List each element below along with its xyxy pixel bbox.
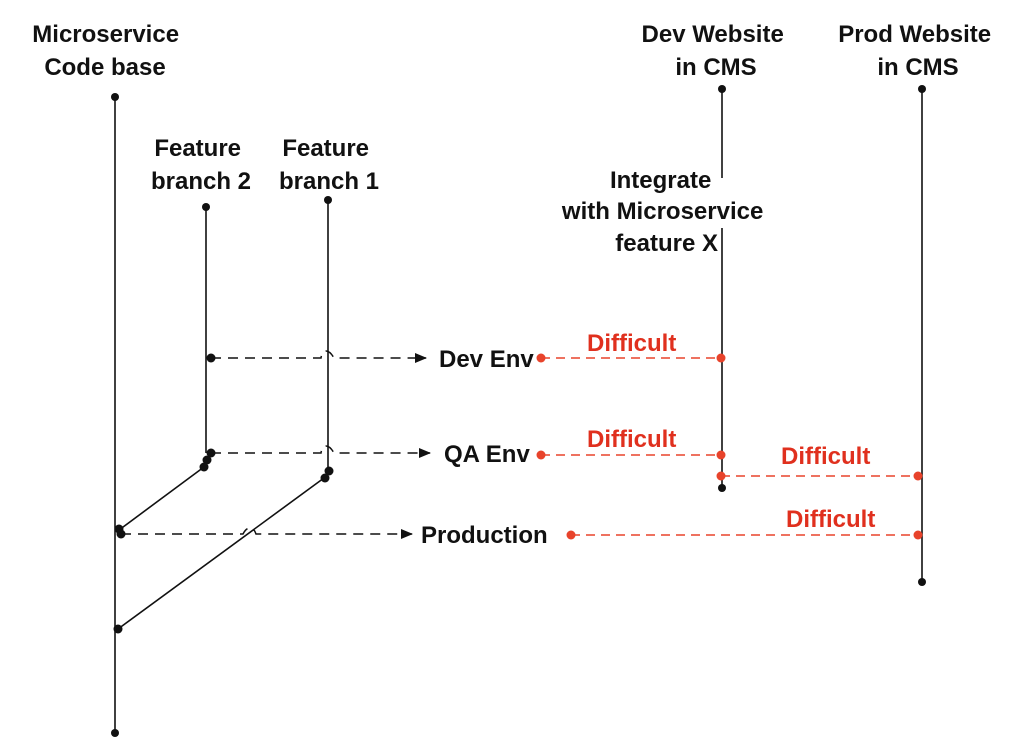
- feature-branch-1-label: Feature branch 1: [279, 135, 379, 195]
- dev-cms-qa-red-dot: [716, 450, 726, 460]
- branch1-merge-line: [117, 477, 325, 630]
- dev-website-cms-label: Dev Website in CMS: [642, 21, 791, 81]
- branch2-merge-dot: [199, 462, 209, 472]
- prod-cms-prod-red-dot: [913, 530, 923, 540]
- branch1-merge-dot: [320, 473, 330, 483]
- dev-cms-dev-red-dot: [716, 353, 726, 363]
- dev-env-label: Dev Env: [439, 346, 534, 373]
- difficult-connectors: [541, 357, 918, 536]
- branch1-qa-dot: [324, 466, 334, 476]
- codebase-start-dot: [111, 93, 119, 101]
- integrate-note: Integrate with Microservice feature X: [561, 167, 770, 257]
- codebase-branch1-merge-dot: [113, 624, 123, 634]
- feature-branch-2-label: Feature branch 2: [151, 135, 251, 195]
- branch2-dev-deploy-dot: [206, 353, 216, 363]
- dev-cms-end-dot: [718, 484, 726, 492]
- codebase-end-dot: [111, 729, 119, 737]
- branch2-start-dot: [202, 203, 210, 211]
- prod-website-cms-label: Prod Website in CMS: [838, 21, 998, 81]
- dev-cms-promote-red-dot: [716, 471, 726, 481]
- branch2-merge-line: [118, 466, 205, 531]
- difficult-dots: [536, 353, 923, 540]
- dev-env-red-dot: [536, 353, 546, 363]
- prod-cms-promote-red-dot: [913, 471, 923, 481]
- production-label: Production: [421, 522, 548, 549]
- commit-dots: [111, 85, 926, 737]
- branch2-commit-dot: [202, 455, 212, 465]
- branch1-start-dot: [324, 196, 332, 204]
- branch2-qa-deploy-dot: [206, 448, 216, 458]
- qa-env-red-dot: [536, 450, 546, 460]
- prod-cms-end-dot: [918, 578, 926, 586]
- qa-env-label: QA Env: [444, 441, 530, 468]
- dev-cms-start-dot: [718, 85, 726, 93]
- prod-cms-start-dot: [918, 85, 926, 93]
- deploy-to-qa-arrow: [211, 445, 431, 458]
- difficult-label-promote: Difficult: [781, 443, 870, 470]
- difficult-label-production: Difficult: [786, 506, 875, 533]
- codebase-label: Microservice Code base: [32, 21, 185, 81]
- production-red-dot: [566, 530, 576, 540]
- codebase-prod-deploy-dot: [116, 529, 126, 539]
- difficult-label-qa: Difficult: [587, 426, 676, 453]
- deploy-to-dev-arrow: [211, 350, 427, 363]
- difficult-label-dev: Difficult: [587, 330, 676, 357]
- deploy-to-production-arrow: [121, 527, 413, 539]
